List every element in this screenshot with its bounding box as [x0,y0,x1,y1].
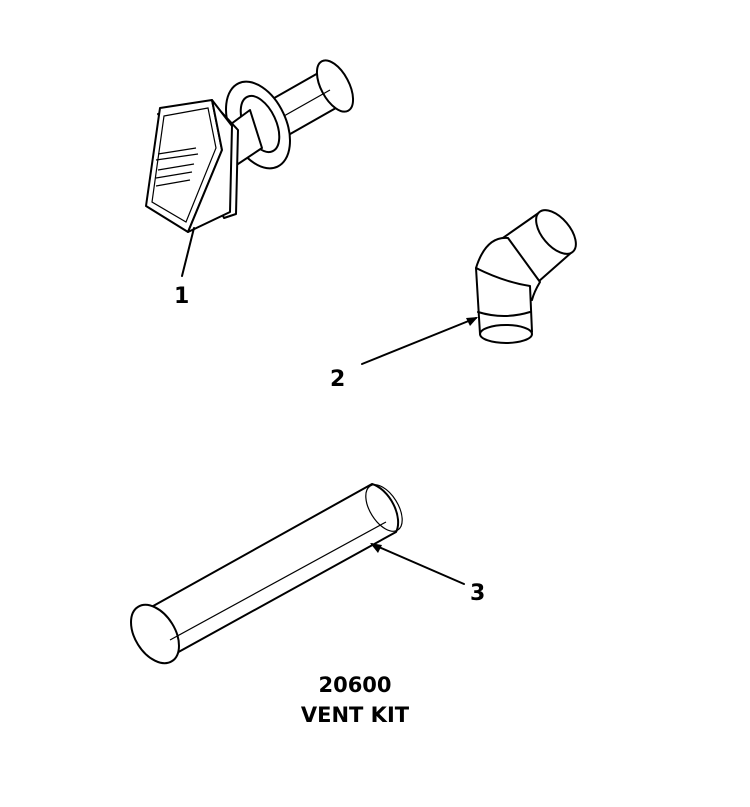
part-1-vent-hood [145,59,355,233]
arrowhead-2 [466,317,478,326]
callout-1: 1 [174,284,189,309]
part-2-elbow [475,209,577,344]
kit-title-caption: VENT KIT [301,703,410,727]
leader-line-3 [371,543,465,585]
part-number-caption: 20600 [318,673,391,697]
leader-line-2 [361,317,477,365]
part-3-straight-pipe [130,483,403,665]
arrowhead-3 [370,543,382,553]
leader-line-1 [181,227,195,277]
callout-3: 3 [470,581,485,606]
callout-2: 2 [330,367,345,392]
